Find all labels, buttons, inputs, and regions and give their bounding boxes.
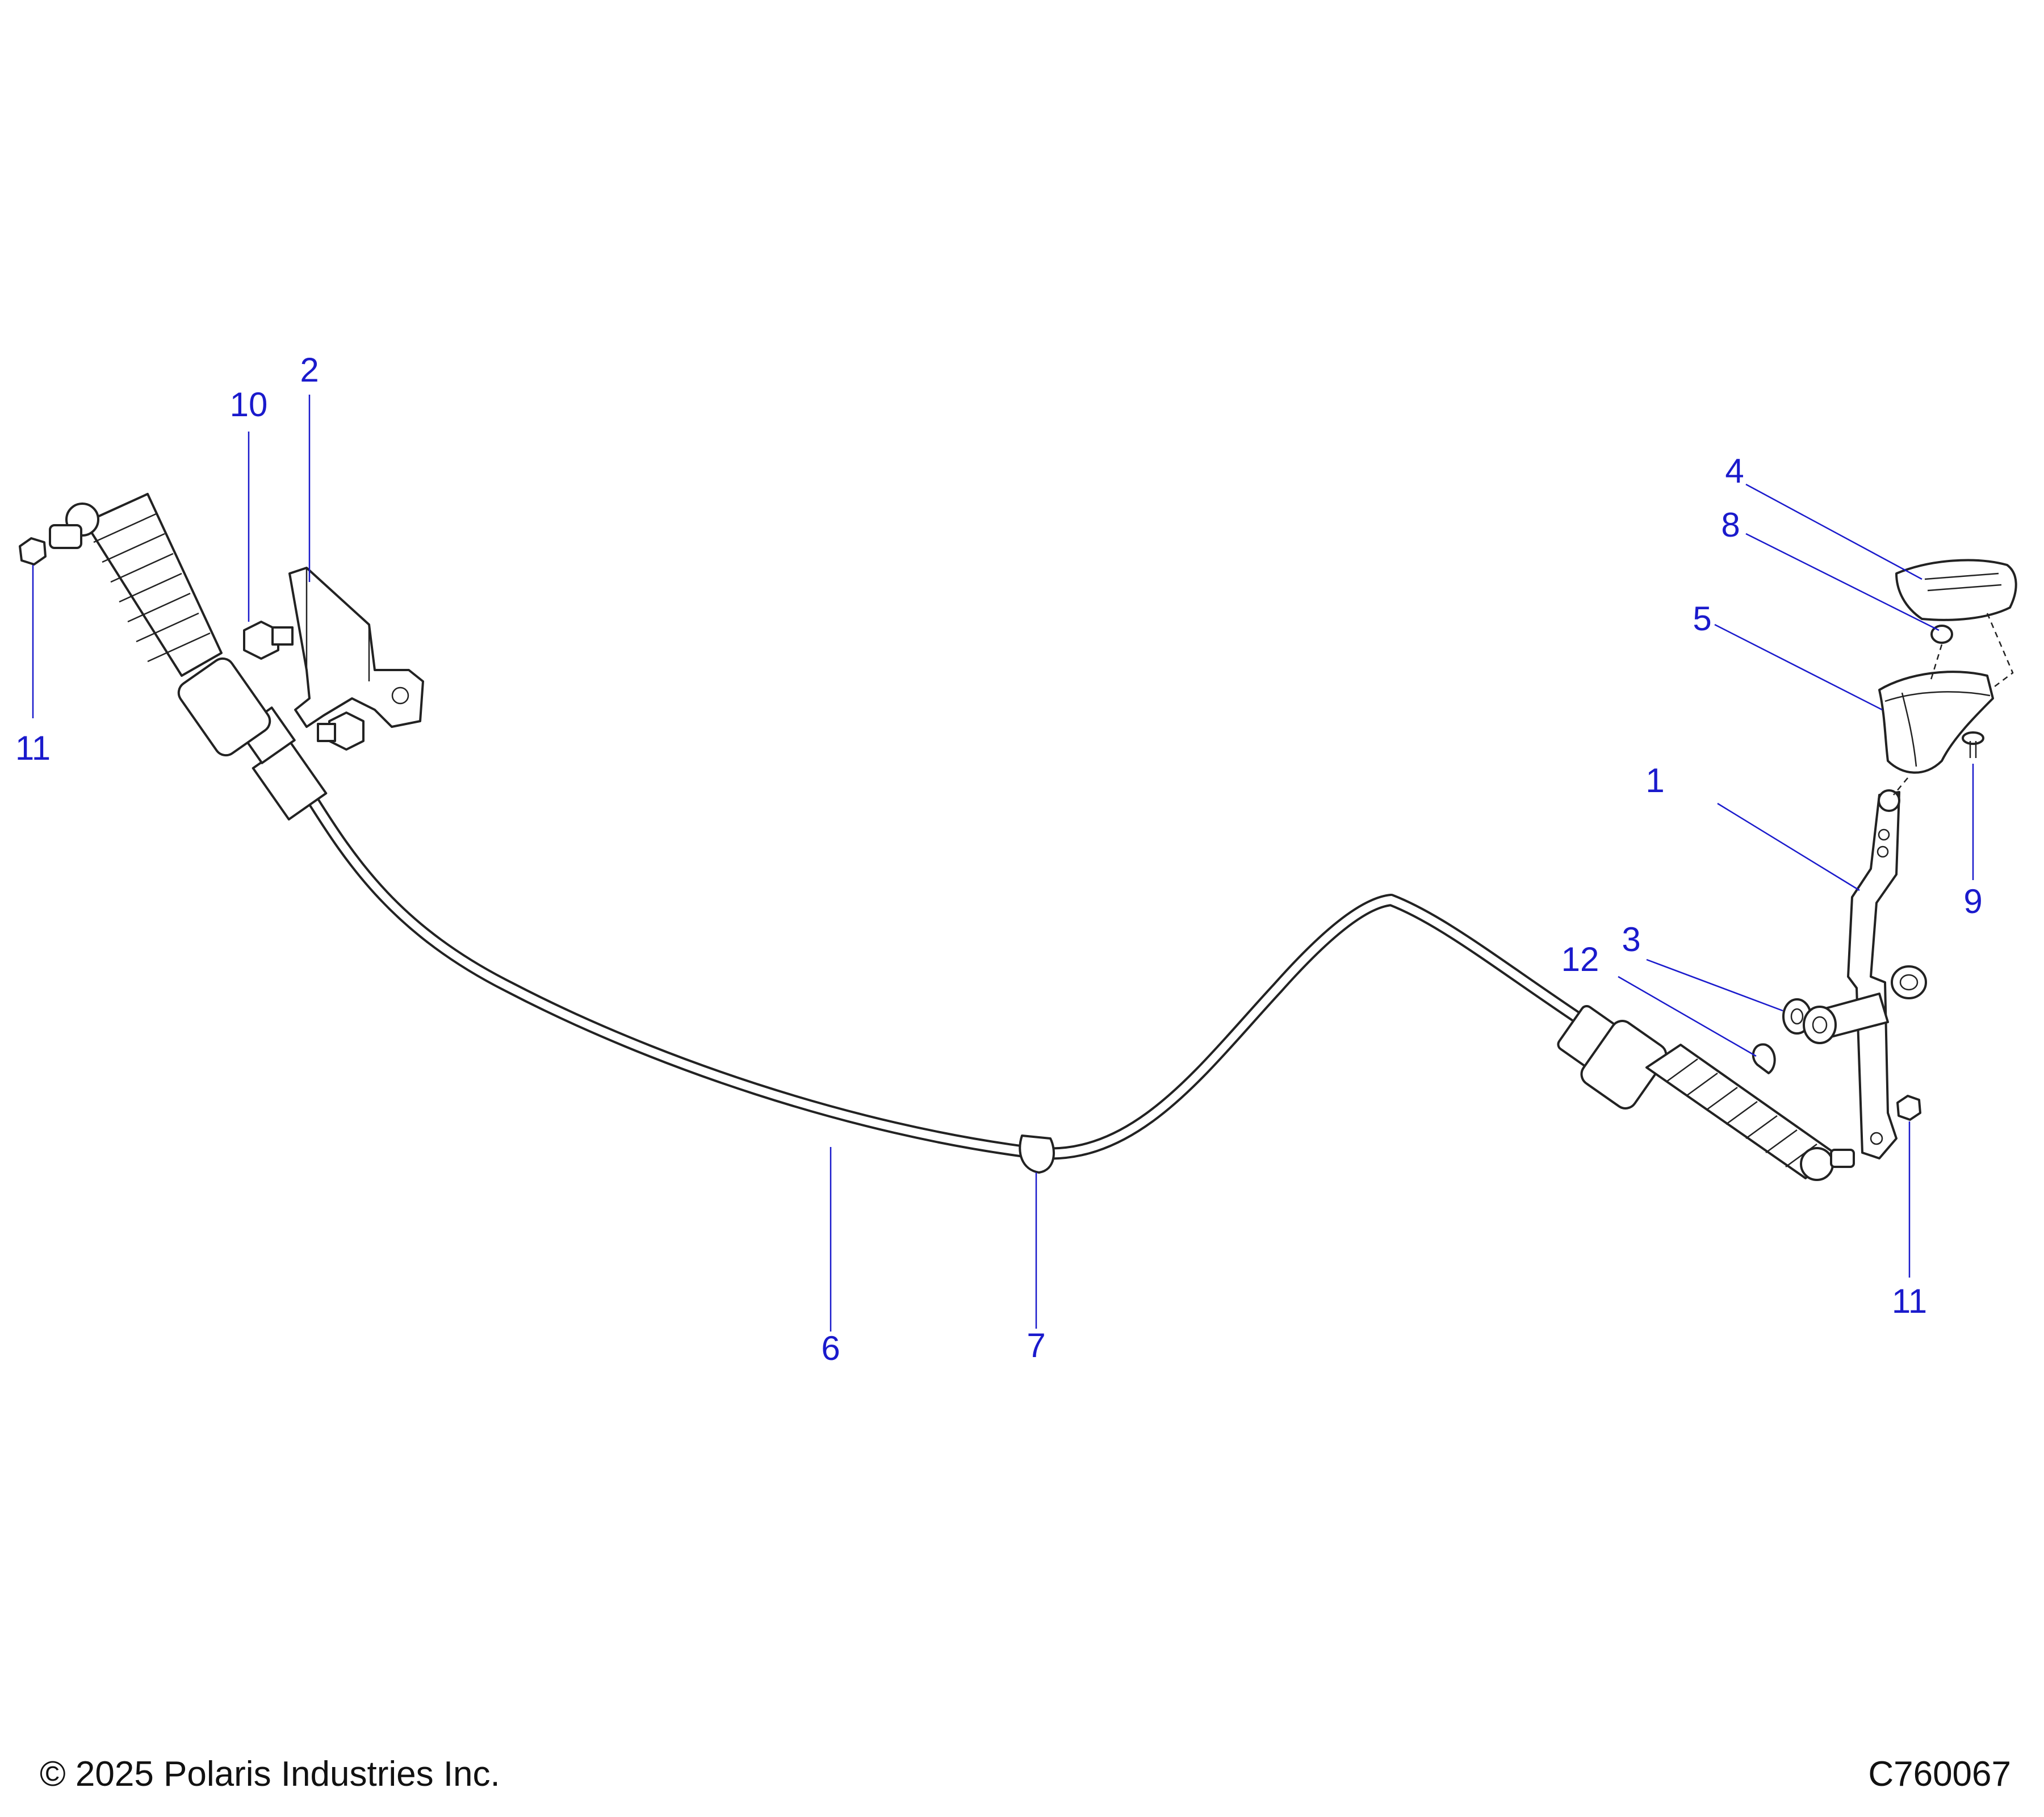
cable-end-left xyxy=(49,493,328,820)
callout-1: 1 xyxy=(1645,761,1664,799)
callout-labels: 1 2 3 4 5 6 7 8 9 10 11 11 12 xyxy=(15,351,1983,1367)
nut-left xyxy=(19,537,47,566)
callout-11-right: 11 xyxy=(1892,1282,1927,1320)
shift-boot xyxy=(1878,671,1994,774)
screw xyxy=(1962,731,1984,758)
callout-11-left: 11 xyxy=(15,729,51,767)
shift-knob-cover xyxy=(1895,559,2017,621)
bolt-lower xyxy=(317,711,365,751)
callout-2: 2 xyxy=(300,351,319,389)
cable-clip xyxy=(1019,1134,1055,1174)
callout-4: 4 xyxy=(1725,452,1744,490)
callout-7: 7 xyxy=(1027,1326,1045,1364)
callout-8: 8 xyxy=(1721,506,1740,544)
callout-5: 5 xyxy=(1693,600,1711,638)
shift-lever xyxy=(1803,789,1900,1159)
mounting-bracket xyxy=(288,567,424,728)
callout-9: 9 xyxy=(1963,882,1982,920)
cable-end-right xyxy=(1557,1004,1855,1181)
nut-right xyxy=(1896,1095,1921,1121)
bolt xyxy=(243,621,294,660)
diagram-id: C760067 xyxy=(1868,1755,2011,1794)
leader-lines xyxy=(32,395,1974,1332)
callout-12: 12 xyxy=(1561,940,1599,978)
shift-cable xyxy=(303,789,1590,1160)
e-clip xyxy=(1752,1043,1776,1074)
cable-boot-left xyxy=(84,493,223,677)
bushing xyxy=(1891,965,1927,999)
callout-6: 6 xyxy=(821,1329,840,1367)
plug xyxy=(1930,625,1953,644)
copyright-text: © 2025 Polaris Industries Inc. xyxy=(40,1755,500,1794)
callout-3: 3 xyxy=(1622,920,1640,958)
callout-10: 10 xyxy=(230,386,268,424)
assembly-line xyxy=(1893,613,2014,796)
